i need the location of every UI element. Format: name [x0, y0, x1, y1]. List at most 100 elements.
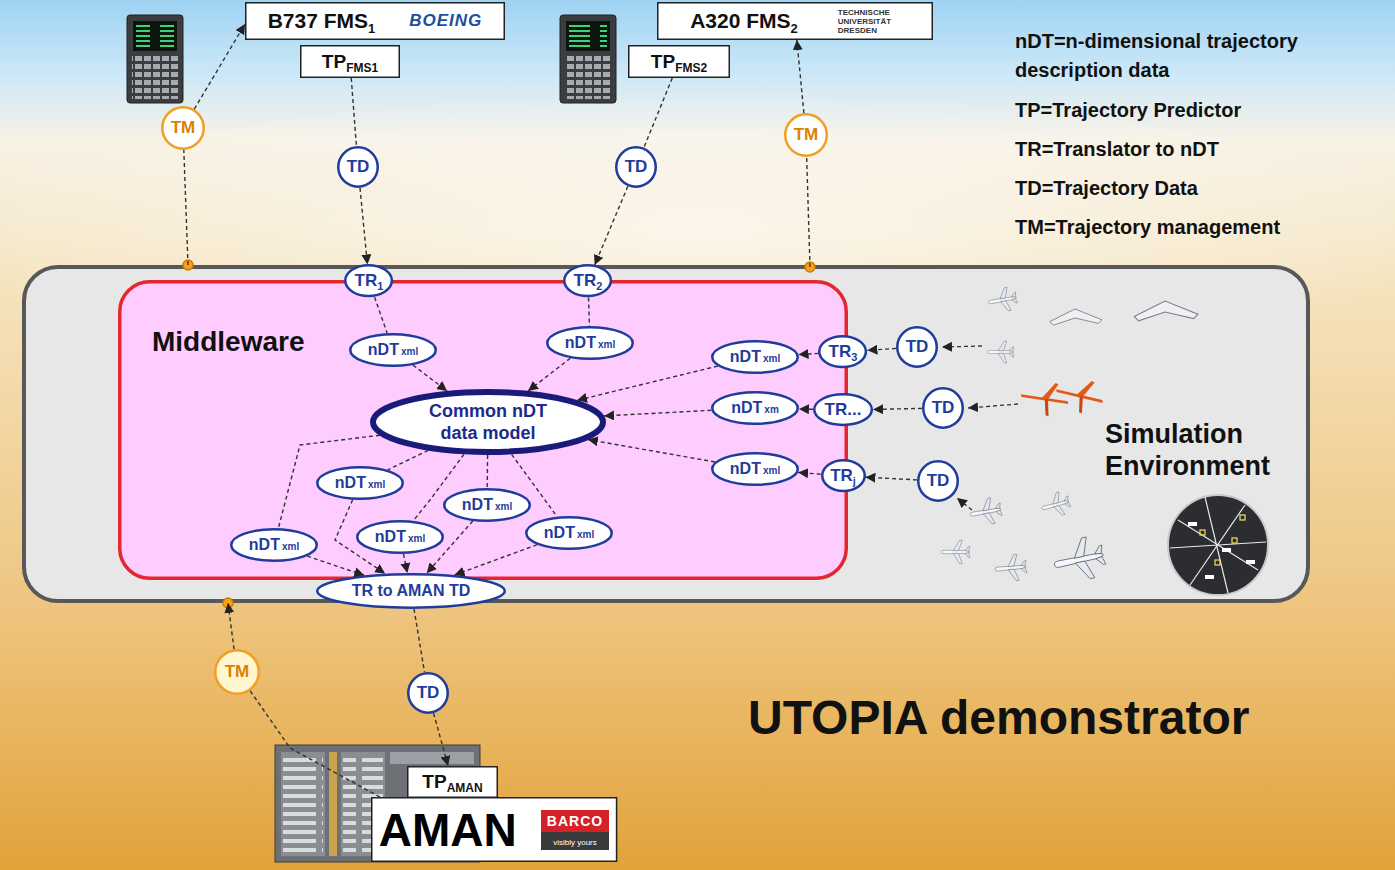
trajectory-data-circle-shape	[338, 147, 378, 187]
trajectory-management-circle: TM	[161, 106, 205, 150]
text-group: TD	[906, 337, 929, 357]
translator-circle: TR3	[818, 335, 867, 368]
ndt-ellipse: nDTxml	[443, 488, 531, 522]
text-holder: TD	[932, 398, 955, 418]
translator-circle-shape	[820, 337, 867, 368]
node-text: TR	[355, 271, 378, 291]
ndt-ellipse: nDTxml	[711, 340, 799, 374]
cdu-image	[565, 56, 612, 99]
text-holder: TD	[417, 683, 440, 703]
text-group: TPAMAN	[422, 771, 482, 793]
node-text: nDT	[462, 496, 493, 514]
text-group: TR...	[825, 400, 862, 420]
trajectory-management-circle-shape	[162, 107, 204, 149]
cdu-image	[569, 24, 607, 48]
translator-ellipse-shape	[317, 574, 505, 608]
text-holder: nDTxml	[335, 474, 385, 492]
note-holder: TM=Trajectory management	[1015, 213, 1375, 242]
text-holder: TD	[625, 157, 648, 177]
data-model-ellipse: Common nDT data model	[370, 389, 606, 455]
node-text: TD	[625, 157, 648, 177]
cdu-image	[136, 24, 174, 48]
ndt-ellipse-shape	[357, 521, 443, 553]
text-group: TD	[347, 157, 370, 177]
text-group: A320 FMS2	[690, 9, 798, 33]
text-holder: TR to AMAN TD	[352, 582, 471, 600]
text-group: nDTxml	[335, 474, 385, 492]
flow-connector	[807, 157, 810, 267]
note-holder: TR=Translator to nDT	[1015, 135, 1375, 164]
ndt-ellipse-shape	[231, 529, 317, 561]
text-group: TRj	[830, 466, 856, 486]
node-text: TD	[927, 471, 950, 491]
translator-circle: TR1	[344, 264, 393, 297]
translator-circle: TR...	[813, 393, 873, 426]
trajectory-data-circle: TD	[922, 387, 964, 429]
trajectory-management-circle-shape	[215, 650, 259, 694]
node-text: BOEING	[409, 11, 482, 31]
text-holder: Common nDT data model	[423, 400, 553, 444]
flow-connector	[184, 150, 188, 265]
text-holder: TR1	[355, 271, 384, 291]
text-holder: TR3	[829, 342, 858, 362]
text-group: TM	[794, 125, 819, 145]
node-text: 1	[377, 280, 383, 292]
flow-connector	[595, 186, 628, 265]
text-group: nDTxm	[731, 399, 779, 417]
node-text: nDT	[368, 341, 399, 359]
diagram-title: UTOPIA demonstrator	[748, 690, 1249, 745]
text-holder: TPFMS1	[322, 51, 378, 73]
trajectory-data-circle-shape	[408, 673, 448, 713]
flow-connector	[250, 691, 380, 797]
text-holder: nDTxml	[565, 334, 615, 352]
text-group: nDTxml	[730, 348, 780, 366]
text-holder: nDTxml	[730, 348, 780, 366]
node-text: TM	[225, 662, 250, 682]
flow-connector	[797, 40, 804, 113]
trajectory-data-circle-shape	[918, 461, 958, 501]
text-group: nDTxml	[368, 341, 418, 359]
node-text: TR...	[825, 400, 862, 420]
fms-box: B737 FMS1BOEING	[245, 2, 505, 40]
flow-connector	[434, 713, 449, 766]
node-text: Simulation Environment	[1105, 418, 1295, 482]
aman-screenshot	[283, 755, 323, 853]
text-group: nDTxml	[544, 524, 594, 542]
legend-note: TD=Trajectory Data	[1015, 174, 1375, 203]
node-text: B737 FMS	[268, 9, 368, 33]
node-text: TP	[422, 771, 446, 793]
node-text: TD	[347, 157, 370, 177]
node-text: Middleware	[152, 326, 304, 358]
data-model-ellipse-shape	[373, 392, 603, 452]
text-holder: TR2	[574, 271, 603, 291]
text-group: nDTxml	[249, 536, 299, 554]
text-group: TR1	[355, 271, 384, 291]
node-text: nDT	[730, 348, 761, 366]
translator-circle-shape	[565, 266, 612, 297]
predictor-box: TPFMS2	[628, 45, 730, 78]
node-text: TP	[322, 51, 346, 73]
text-holder: nDTxml	[462, 496, 512, 514]
text-holder: TRj	[830, 466, 856, 486]
text-group: nDTxml	[565, 334, 615, 352]
ndt-ellipse: nDTxm	[711, 391, 799, 425]
node-text: TECHNISCHE UNIVERSITÄT DRESDEN	[838, 8, 900, 35]
predictor-box-shape	[408, 767, 498, 798]
text-holder: TPAMAN	[422, 771, 482, 793]
translator-circle: TRj	[821, 459, 866, 492]
ndt-ellipse: nDTxml	[546, 326, 634, 360]
node-text: nDT	[375, 528, 406, 546]
node-text: xml	[282, 541, 299, 552]
node-text: j	[853, 475, 856, 487]
text-holder: TR...	[825, 400, 862, 420]
note-holder: nDT=n-dimensional trajectory description…	[1015, 27, 1375, 85]
ndt-ellipse-shape	[444, 489, 530, 521]
translator-circle-shape	[346, 266, 393, 297]
text-group: TM	[171, 118, 196, 138]
translator-circle-shape	[822, 461, 864, 492]
text-holder: AMANBARCOvisibly yours	[379, 803, 609, 857]
text-holder: TM	[171, 118, 196, 138]
text-holder: B737 FMS1BOEING	[268, 9, 483, 33]
predictor-box-shape	[629, 46, 730, 78]
ndt-ellipse: nDTxml	[230, 528, 318, 562]
